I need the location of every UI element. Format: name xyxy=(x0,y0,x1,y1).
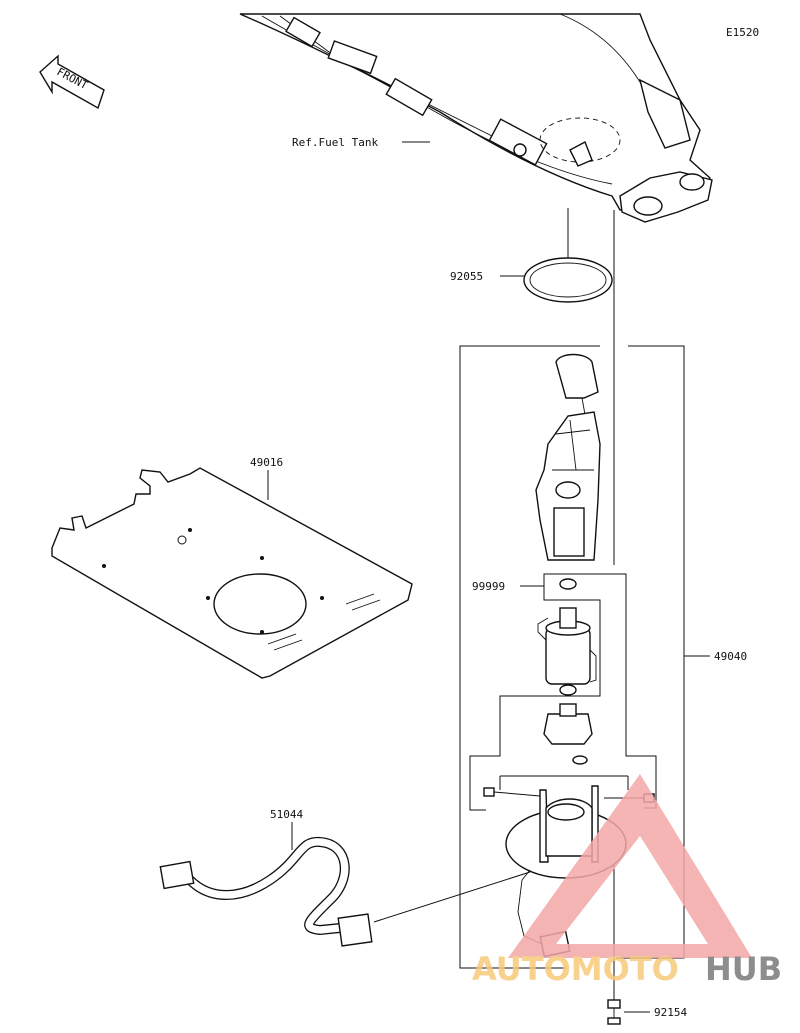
watermark: AUTOMOTO HUB xyxy=(472,774,782,988)
diagram-code: E1520 xyxy=(726,26,759,39)
watermark-text-automoto: AUTOMOTO xyxy=(472,950,679,988)
part-number-51044: 51044 xyxy=(270,808,303,821)
fuel-filter xyxy=(543,703,593,745)
gasket-plate-49016 xyxy=(51,467,413,679)
fuel-tank-reference xyxy=(239,13,713,223)
front-arrow-icon: FRONT xyxy=(39,54,105,110)
part-number-92055: 92055 xyxy=(450,270,483,283)
part-number-49040: 49040 xyxy=(714,650,747,663)
washer xyxy=(559,578,577,590)
part-number-49016: 49016 xyxy=(250,456,283,469)
fuel-level-sender xyxy=(535,353,601,561)
part-number-99999: 99999 xyxy=(472,580,505,593)
watermark-text-hub: HUB xyxy=(705,950,782,988)
part-number-92154: 92154 xyxy=(654,1006,687,1019)
bolt-92154 xyxy=(607,999,621,1025)
fuel-pump-motor xyxy=(537,607,597,696)
wire-harness-51044 xyxy=(159,836,373,947)
screw-left xyxy=(483,787,495,797)
o-ring-92055 xyxy=(523,257,613,303)
small-o-ring xyxy=(572,755,588,765)
ref-label: Ref.Fuel Tank xyxy=(292,136,378,149)
